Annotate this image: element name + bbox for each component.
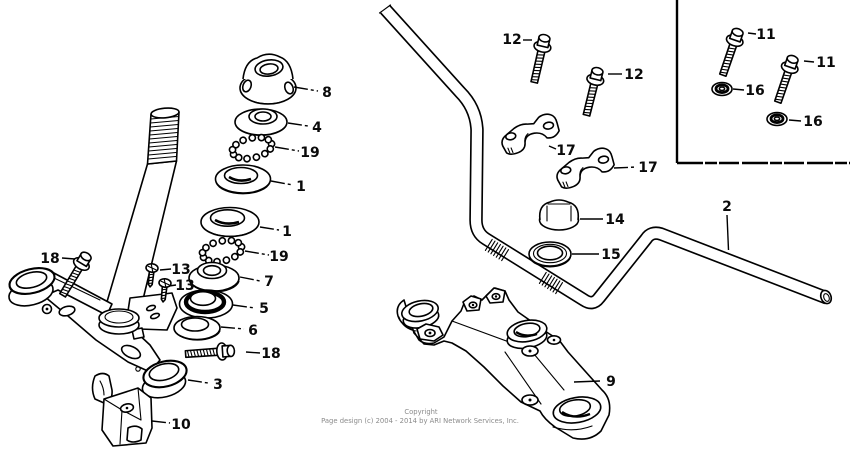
copyright-line1: Copyright xyxy=(404,408,438,416)
leader-13-b xyxy=(168,284,177,287)
part-16-washer-b xyxy=(765,111,789,127)
leader-1-upper xyxy=(270,180,294,186)
part-11-bolt-b xyxy=(769,52,803,106)
part-15-washer xyxy=(528,241,572,268)
part-5-dust-seal xyxy=(178,289,234,319)
callout-18-right[interactable]: 18 xyxy=(261,346,280,362)
callout-15[interactable]: 15 xyxy=(601,247,620,263)
part-1-race-upper xyxy=(214,164,272,195)
callout-14[interactable]: 14 xyxy=(605,212,625,228)
leader-9 xyxy=(573,380,601,383)
callout-13-b[interactable]: 13 xyxy=(175,278,194,294)
part-3-bottom-bridge xyxy=(8,267,188,399)
leader-10 xyxy=(151,420,171,424)
part-12-bolt-b xyxy=(577,64,608,119)
copyright-line2: Page design (c) 2004 - 2014 by ARI Netwo… xyxy=(321,417,519,425)
part-19-ball-retainer-upper xyxy=(226,129,279,167)
part-8-stem-nut xyxy=(239,53,297,105)
callout-11-a[interactable]: 11 xyxy=(756,27,775,43)
callout-3[interactable]: 3 xyxy=(213,377,223,393)
part-7-cone-race xyxy=(188,261,240,293)
handlebar-knurl-band-right xyxy=(538,271,564,295)
callout-1-lower[interactable]: 1 xyxy=(282,224,292,240)
callout-19-lower[interactable]: 19 xyxy=(269,249,288,265)
callout-6[interactable]: 6 xyxy=(248,323,258,339)
handlebar-knurl-band-left xyxy=(484,238,510,262)
leader-18-right xyxy=(245,351,261,354)
callout-2[interactable]: 2 xyxy=(722,199,732,215)
part-9-top-bridge xyxy=(396,287,611,440)
part-2-handlebar xyxy=(378,4,833,310)
part-11-bolt-a xyxy=(714,25,748,79)
leader-11-b xyxy=(803,60,815,63)
inset-box xyxy=(675,0,850,165)
callout-5[interactable]: 5 xyxy=(259,301,269,317)
leader-18-left xyxy=(61,257,76,260)
callout-18-left[interactable]: 18 xyxy=(40,251,59,267)
leader-19-upper xyxy=(274,146,300,152)
callout-17-b[interactable]: 17 xyxy=(638,160,657,176)
leader-2 xyxy=(726,214,730,251)
callout-17-a[interactable]: 17 xyxy=(556,143,575,159)
part-14-cap-nut xyxy=(538,199,580,231)
leader-lines xyxy=(61,32,815,424)
part-18-bolt-right xyxy=(184,341,236,364)
callout-12-b[interactable]: 12 xyxy=(624,67,643,83)
callouts: 8 4 19 1 1 19 7 5 6 18 3 10 18 13 13 12 … xyxy=(40,27,835,433)
part-17-clamp-a xyxy=(496,110,563,158)
leader-5 xyxy=(232,304,256,309)
leader-3 xyxy=(187,379,209,384)
part-6-washer xyxy=(173,315,221,341)
callout-19-upper[interactable]: 19 xyxy=(300,145,319,161)
callout-10[interactable]: 10 xyxy=(171,417,191,433)
part-4-cone-race xyxy=(234,108,288,136)
leader-1-lower xyxy=(259,226,280,231)
leader-11-a xyxy=(747,32,757,35)
callout-8[interactable]: 8 xyxy=(322,85,332,101)
leader-19-lower xyxy=(244,250,270,256)
callout-16-a[interactable]: 16 xyxy=(745,83,764,99)
part-10-steering-lock xyxy=(91,372,153,447)
leader-7 xyxy=(239,276,261,282)
leader-6 xyxy=(220,326,245,330)
leader-16-a xyxy=(732,88,745,91)
callout-16-b[interactable]: 16 xyxy=(803,114,822,130)
callout-4[interactable]: 4 xyxy=(312,120,322,136)
leader-13-a xyxy=(159,268,172,271)
callout-12-a[interactable]: 12 xyxy=(502,32,521,48)
leader-16-b xyxy=(788,119,802,122)
callout-13-a[interactable]: 13 xyxy=(171,262,190,278)
leader-17-a xyxy=(548,145,557,150)
leader-4 xyxy=(287,122,309,127)
leader-17-b xyxy=(613,166,638,169)
part-1-race-lower xyxy=(200,206,260,238)
copyright-watermark: Copyright Page design (c) 2004 - 2014 by… xyxy=(321,408,519,425)
callout-9[interactable]: 9 xyxy=(606,374,616,390)
callout-11-b[interactable]: 11 xyxy=(816,55,835,71)
callout-7[interactable]: 7 xyxy=(264,274,274,290)
leader-8 xyxy=(293,86,319,92)
callout-1-upper[interactable]: 1 xyxy=(296,179,306,195)
part-16-washer-a xyxy=(710,81,734,97)
